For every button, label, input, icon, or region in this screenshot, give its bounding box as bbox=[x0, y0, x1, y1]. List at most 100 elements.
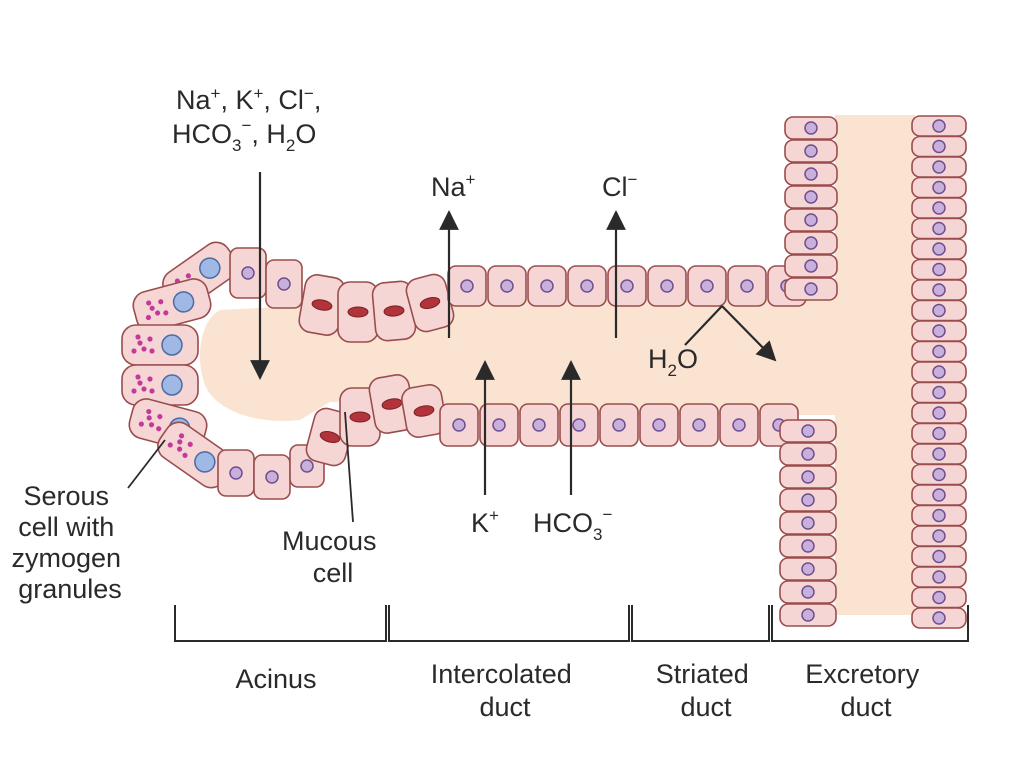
cell-nucleus bbox=[581, 280, 593, 292]
duct-cell bbox=[640, 404, 678, 446]
excretory-cell bbox=[912, 444, 966, 464]
zymogen-granule bbox=[135, 334, 140, 339]
duct-cell bbox=[560, 404, 598, 446]
serous-nucleus bbox=[162, 375, 182, 395]
cell-nucleus bbox=[802, 563, 814, 575]
cell-nucleus bbox=[933, 305, 945, 317]
excretory-cell bbox=[912, 526, 966, 546]
cell-body bbox=[122, 365, 198, 405]
mucous-cell-label: Mucous cell bbox=[282, 526, 384, 588]
cell-nucleus bbox=[805, 191, 817, 203]
cell-nucleus bbox=[933, 264, 945, 276]
cell-nucleus bbox=[278, 278, 290, 290]
cell-nucleus bbox=[802, 425, 814, 437]
zymogen-granule bbox=[137, 340, 142, 345]
zymogen-granule bbox=[131, 388, 136, 393]
zymogen-granule bbox=[141, 386, 146, 391]
lumen-excretory bbox=[835, 115, 915, 615]
cell-nucleus bbox=[802, 609, 814, 621]
cell-nucleus bbox=[802, 494, 814, 506]
duct-cell bbox=[528, 266, 566, 306]
excretory-cell bbox=[912, 383, 966, 403]
excretory-cell bbox=[912, 588, 966, 608]
excretory-cell bbox=[780, 466, 836, 488]
cell-nucleus bbox=[933, 469, 945, 481]
cell-nucleus bbox=[661, 280, 673, 292]
intercolated-duct-label: Intercolated duct bbox=[431, 659, 580, 722]
duct-cell bbox=[608, 266, 646, 306]
duct-cell bbox=[488, 266, 526, 306]
mucous-cell bbox=[338, 282, 378, 342]
excretory-cell bbox=[912, 362, 966, 382]
excretory-duct-label: Excretory duct bbox=[805, 659, 927, 722]
cell-nucleus bbox=[733, 419, 745, 431]
cell-nucleus bbox=[533, 419, 545, 431]
excretory-cell bbox=[912, 403, 966, 423]
zymogen-granule bbox=[147, 336, 152, 341]
zymogen-granule bbox=[131, 348, 136, 353]
cell-nucleus bbox=[453, 419, 465, 431]
cell-nucleus bbox=[933, 612, 945, 624]
striated-duct-label: Striated duct bbox=[656, 659, 757, 722]
excretory-cell bbox=[912, 608, 966, 628]
excretory-cell bbox=[785, 232, 837, 254]
duct-cell bbox=[648, 266, 686, 306]
cell-type-labels: Serous cell with zymogen granules Mucous… bbox=[11, 481, 384, 604]
lumen-junction bbox=[790, 300, 840, 415]
cell-nucleus bbox=[802, 471, 814, 483]
excretory-cell bbox=[912, 157, 966, 177]
cell-nucleus bbox=[933, 407, 945, 419]
na-ion-label: Na+ bbox=[431, 170, 476, 202]
cell-nucleus bbox=[301, 460, 313, 472]
cell-nucleus bbox=[933, 284, 945, 296]
cell-nucleus bbox=[493, 419, 505, 431]
cell-nucleus bbox=[933, 387, 945, 399]
segment-labels: Acinus Intercolated duct Striated duct E… bbox=[235, 659, 926, 722]
cell-nucleus bbox=[230, 467, 242, 479]
cell-nucleus bbox=[802, 517, 814, 529]
excretory-cell bbox=[912, 465, 966, 485]
cell-nucleus bbox=[933, 120, 945, 132]
acinar-cell bbox=[218, 450, 254, 496]
cell-nucleus bbox=[573, 419, 585, 431]
excretory-cell bbox=[785, 186, 837, 208]
serous-nucleus bbox=[162, 335, 182, 355]
acinar-cell bbox=[266, 260, 302, 308]
cell-nucleus bbox=[266, 471, 278, 483]
bracket-striated-duct bbox=[632, 605, 769, 641]
excretory-cell bbox=[912, 219, 966, 239]
cell-nucleus bbox=[933, 202, 945, 214]
k-ion-label: K+ bbox=[471, 506, 499, 538]
excretory-cell bbox=[912, 280, 966, 300]
excretory-cell bbox=[780, 604, 836, 626]
excretory-cell bbox=[785, 117, 837, 139]
mucous-nucleus bbox=[350, 412, 370, 422]
excretory-cell bbox=[912, 198, 966, 218]
excretory-cell bbox=[912, 116, 966, 136]
cell-nucleus bbox=[933, 161, 945, 173]
cell-nucleus bbox=[741, 280, 753, 292]
excretory-cell bbox=[785, 278, 837, 300]
cell-nucleus bbox=[701, 280, 713, 292]
cell-nucleus bbox=[621, 280, 633, 292]
serous-cell-label: Serous cell with zymogen granules bbox=[11, 481, 128, 604]
serous-cell bbox=[122, 325, 198, 365]
excretory-cell bbox=[912, 547, 966, 567]
excretory-cell bbox=[912, 321, 966, 341]
excretory-cell bbox=[780, 512, 836, 534]
cell-nucleus bbox=[805, 214, 817, 226]
duct-cell bbox=[728, 266, 766, 306]
excretory-cell bbox=[912, 239, 966, 259]
excretory-cell bbox=[912, 342, 966, 362]
duct-cell bbox=[600, 404, 638, 446]
cell-nucleus bbox=[805, 283, 817, 295]
excretory-cell bbox=[780, 581, 836, 603]
duct-cell bbox=[688, 266, 726, 306]
cell-body bbox=[122, 325, 198, 365]
excretory-cell bbox=[912, 178, 966, 198]
cell-nucleus bbox=[805, 260, 817, 272]
cell-nucleus bbox=[805, 145, 817, 157]
zymogen-granule bbox=[149, 348, 154, 353]
cell-nucleus bbox=[933, 448, 945, 460]
excretory-cell bbox=[780, 443, 836, 465]
